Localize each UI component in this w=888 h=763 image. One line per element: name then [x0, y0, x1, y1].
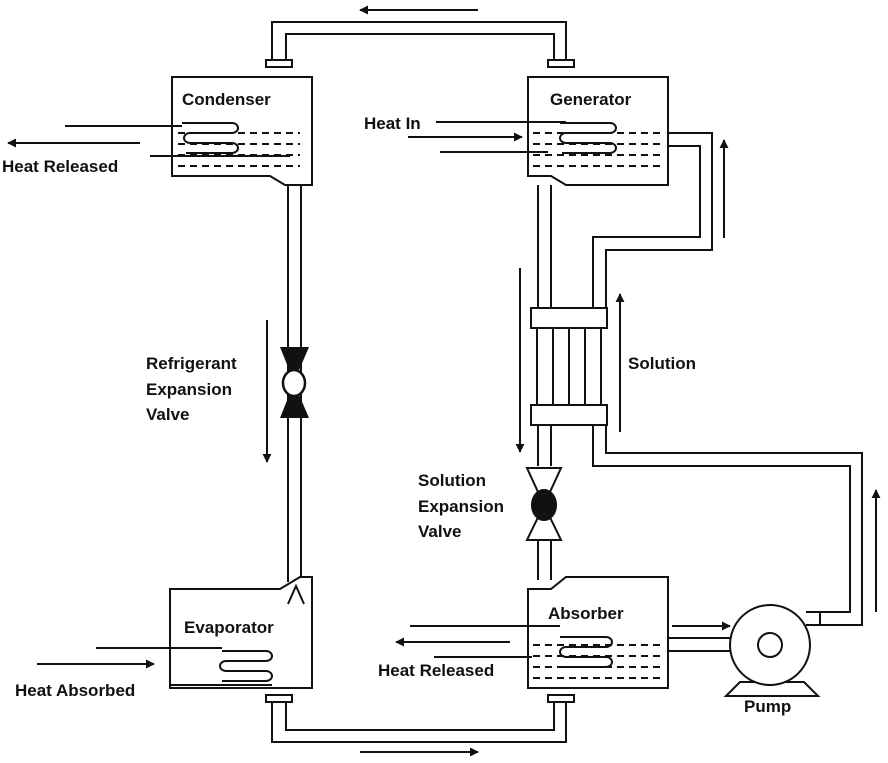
condenser-coil-icon: [182, 122, 239, 154]
refrigerant-valve-label-2: Expansion: [146, 380, 232, 399]
evaporator-vessel: [169, 576, 313, 689]
heat-in-arrows: [408, 121, 566, 153]
solution-expansion-valve: [525, 467, 563, 541]
heat-released-top-label: Heat Released: [2, 157, 118, 176]
solution-heat-exchanger: [530, 307, 608, 426]
solution-valve-label-1: Solution: [418, 471, 486, 490]
condenser-vessel: [171, 76, 313, 186]
evaporator-coil-icon: [219, 650, 273, 682]
evaporator-label: Evaporator: [184, 618, 274, 637]
refrigerant-valve-label-3: Valve: [146, 405, 190, 424]
heat-released-top-arrows: [7, 125, 290, 157]
solution-label: Solution: [628, 354, 696, 373]
top-vapor-pipe: [265, 21, 575, 68]
heat-absorbed-label: Heat Absorbed: [15, 681, 135, 700]
pump-suction-lines: [668, 621, 735, 652]
pump-discharge-pipe: [592, 425, 863, 626]
absorber-label: Absorber: [548, 604, 624, 623]
generator-coil-icon: [559, 122, 617, 154]
weak-solution-pipe-upper: [592, 132, 713, 308]
condenser-label: Condenser: [182, 90, 271, 109]
pump-icon: [723, 604, 821, 697]
heat-in-label: Heat In: [364, 114, 421, 133]
heat-released-bottom-label: Heat Released: [378, 661, 494, 680]
refrigerant-expansion-valve: [280, 347, 309, 418]
generator-label: Generator: [550, 90, 632, 109]
refrigerant-valve-label-1: Refrigerant: [146, 354, 237, 373]
absorber-coil-icon: [559, 636, 613, 668]
heat-released-bottom-arrows: [395, 625, 560, 658]
solution-valve-label-3: Valve: [418, 522, 462, 541]
bottom-vapor-pipe: [265, 694, 575, 743]
absorber-vessel: [527, 576, 669, 689]
pump-label: Pump: [744, 697, 791, 716]
solution-valve-label-2: Expansion: [418, 497, 504, 516]
generator-vessel: [527, 76, 669, 186]
heat-absorbed-arrows: [37, 647, 272, 686]
